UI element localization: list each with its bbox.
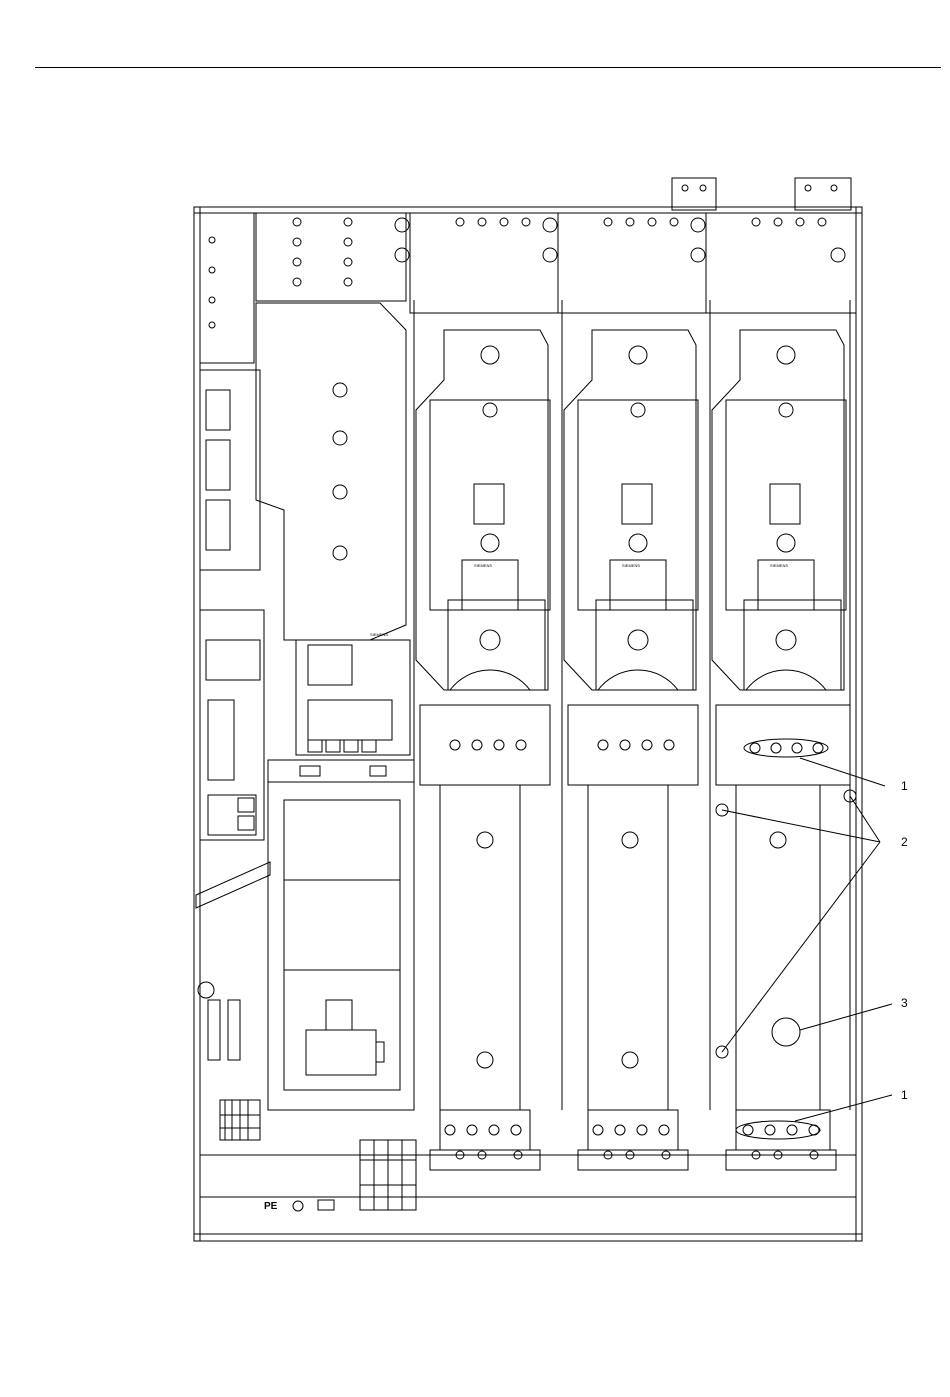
callout-1-bottom: 1 — [901, 1089, 908, 1101]
brand-label-dc: SIEMENS — [370, 633, 388, 637]
pe-label: PE — [264, 1201, 277, 1213]
busbar-tab-right — [795, 178, 851, 210]
power-module-3 — [691, 213, 856, 1170]
callout-leaders — [722, 758, 892, 1121]
fan-chamber — [268, 782, 414, 1110]
power-module-1 — [395, 213, 558, 1170]
callout-2: 2 — [901, 836, 908, 848]
busbar-tab-left — [672, 178, 716, 210]
cabinet-frame — [194, 207, 862, 1241]
brand-label-module-2: SIEMENS — [622, 564, 640, 568]
bottom-terminal-area — [200, 1140, 856, 1234]
dc-section — [256, 213, 414, 782]
cover-plug — [772, 1018, 800, 1046]
brand-label-module-1: SIEMENS — [474, 564, 492, 568]
callout-1-top: 1 — [901, 780, 908, 792]
callout-3: 3 — [901, 997, 908, 1009]
power-module-2 — [543, 213, 706, 1170]
control-column — [196, 213, 270, 1140]
lifting-lugs-bottom — [736, 1121, 820, 1139]
brand-label-module-3: SIEMENS — [770, 564, 788, 568]
lifting-lugs-top — [744, 739, 828, 757]
